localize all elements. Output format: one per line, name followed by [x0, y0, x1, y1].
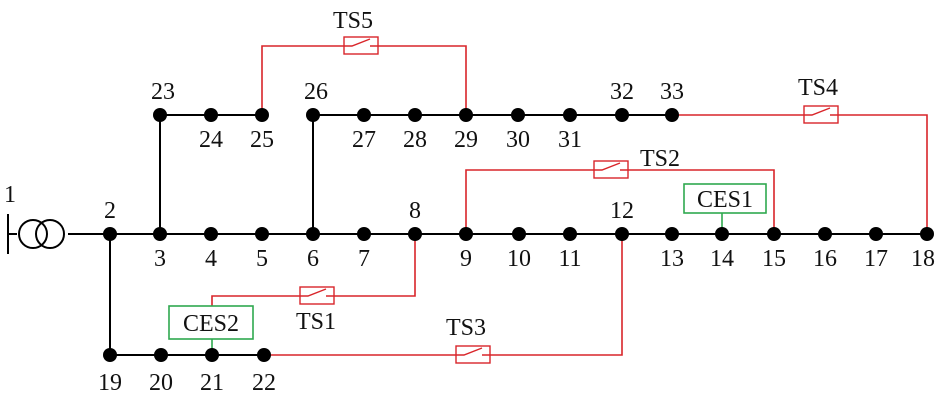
node-29[interactable]: 29	[454, 108, 478, 153]
node-label: 27	[352, 127, 376, 153]
switch-label: TS4	[798, 75, 838, 101]
node-2[interactable]: 2	[103, 198, 117, 241]
node-label-1: 1	[4, 182, 16, 208]
nodes: 2 3 4 5 6 7 8 9 10 11 12 13 14 15 16 17 …	[98, 79, 935, 396]
node-7[interactable]: 7	[357, 227, 371, 272]
node-label: 9	[460, 246, 472, 272]
switch-label: TS2	[640, 146, 680, 172]
tie-line-ts3	[264, 234, 623, 356]
node-label: 25	[250, 127, 274, 153]
node-3[interactable]: 3	[153, 227, 167, 272]
tie-switch-ts2[interactable]: TS2	[593, 146, 680, 179]
node-17[interactable]: 17	[864, 227, 888, 272]
node-label: 22	[252, 370, 276, 396]
node-30[interactable]: 30	[506, 108, 530, 153]
node-label: 10	[507, 246, 531, 272]
node-9[interactable]: 9	[459, 227, 473, 272]
node-26[interactable]: 26	[304, 79, 328, 122]
node-19[interactable]: 19	[98, 348, 122, 396]
ces-label: CES2	[183, 311, 239, 337]
ces2-box[interactable]: CES2	[168, 305, 254, 355]
node-label: 8	[409, 198, 421, 224]
node-28[interactable]: 28	[403, 108, 427, 153]
node-label: 26	[304, 79, 328, 105]
switch-blade-icon	[804, 107, 838, 116]
ces1-box[interactable]: CES1	[683, 183, 767, 234]
node-label: 33	[660, 79, 684, 105]
node-label: 3	[154, 246, 166, 272]
node-33[interactable]: 33	[660, 79, 684, 122]
switch-label: TS3	[446, 315, 486, 341]
ces-frame	[168, 305, 254, 340]
node-27[interactable]: 27	[352, 108, 376, 153]
node-label: 16	[813, 246, 837, 272]
switch-label: TS1	[296, 309, 336, 335]
node-label: 19	[98, 370, 122, 396]
node-label: 17	[864, 246, 888, 272]
node-label: 6	[307, 246, 319, 272]
node-5[interactable]: 5	[255, 227, 269, 272]
node-20[interactable]: 20	[149, 348, 173, 396]
node-label: 28	[403, 127, 427, 153]
node-label: 20	[149, 370, 173, 396]
node-label: 7	[358, 246, 370, 272]
node-6[interactable]: 6	[306, 227, 320, 272]
switch-label: TS5	[333, 8, 373, 34]
ces-frame	[683, 183, 767, 214]
node-23[interactable]: 23	[151, 79, 175, 122]
node-10[interactable]: 10	[507, 227, 531, 272]
tie-switch-ts3[interactable]: TS3	[446, 315, 491, 364]
node-label: 4	[205, 246, 217, 272]
switch-blade-icon	[344, 38, 378, 47]
node-13[interactable]: 13	[660, 227, 684, 272]
tie-line-ts5	[261, 45, 467, 115]
node-label: 24	[199, 127, 223, 153]
node-label: 12	[610, 198, 634, 224]
node-21[interactable]: 21	[200, 348, 224, 396]
node-31[interactable]: 31	[558, 108, 582, 153]
tie-switch-ts1[interactable]: TS1	[296, 286, 336, 335]
node-label: 29	[454, 127, 478, 153]
node-15[interactable]: 15	[762, 227, 786, 272]
tie-line-ts4	[672, 114, 928, 234]
node-label: 2	[104, 198, 116, 224]
node-label: 32	[610, 79, 634, 105]
switch-blade-icon	[594, 162, 628, 171]
node-label: 18	[911, 246, 935, 272]
tie-switch-ts5[interactable]: TS5	[333, 8, 379, 55]
node-label: 11	[558, 246, 581, 272]
switch-blade-icon	[456, 347, 490, 356]
node-label: 21	[200, 370, 224, 396]
node-label: 31	[558, 127, 582, 153]
node-12[interactable]: 12	[610, 198, 634, 241]
node-18[interactable]: 18	[911, 227, 935, 272]
node-22[interactable]: 22	[252, 348, 276, 396]
node-label: 23	[151, 79, 175, 105]
ces-label: CES1	[697, 187, 753, 213]
node-label: 14	[710, 246, 734, 272]
tie-switch-ts4[interactable]: TS4	[798, 75, 839, 124]
node-24[interactable]: 24	[199, 108, 223, 153]
switch-blade-icon	[300, 288, 334, 297]
node-14[interactable]: 14	[710, 227, 734, 272]
source-node-1: 1	[4, 182, 65, 254]
node-8[interactable]: 8	[408, 198, 422, 241]
node-4[interactable]: 4	[204, 227, 218, 272]
node-25[interactable]: 25	[250, 108, 274, 153]
node-label: 13	[660, 246, 684, 272]
node-label: 15	[762, 246, 786, 272]
node-label: 5	[256, 246, 268, 272]
node-16[interactable]: 16	[813, 227, 837, 272]
node-11[interactable]: 11	[558, 227, 582, 272]
node-32[interactable]: 32	[610, 79, 634, 122]
transformer-icon	[18, 219, 65, 249]
node-label: 30	[506, 127, 530, 153]
